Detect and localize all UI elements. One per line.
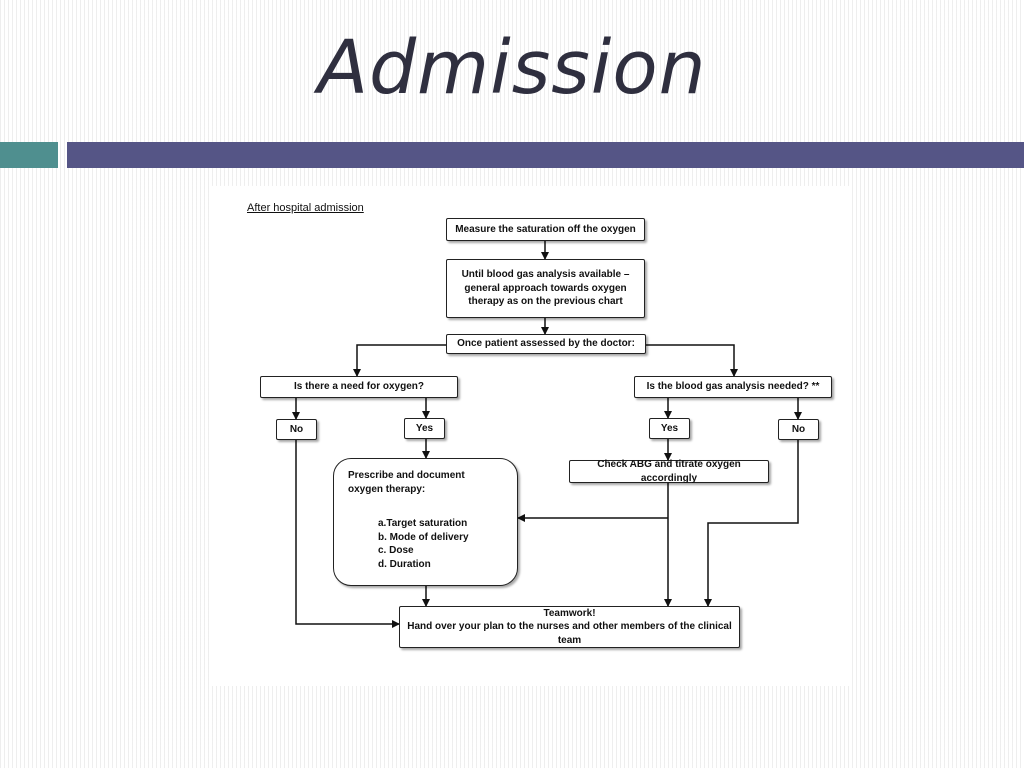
node-check-abg: Check ABG and titrate oxygen accordingly xyxy=(569,459,769,484)
teamwork-text: Hand over your plan to the nurses and ot… xyxy=(407,621,732,646)
prescribe-item: d. Duration xyxy=(378,558,431,570)
prescribe-item: c. Dose xyxy=(378,545,414,556)
accent-bar-purple xyxy=(67,142,1024,168)
node-need-for-oxygen: Is there a need for oxygen? xyxy=(260,376,458,398)
flowchart-heading: After hospital admission xyxy=(247,202,364,214)
arrow-no-to-teamwork xyxy=(295,440,400,628)
teamwork-title: Teamwork! xyxy=(543,607,596,619)
node-no-right: No xyxy=(778,419,819,440)
node-yes-left: Yes xyxy=(404,418,445,439)
arrow-assessed-to-need xyxy=(353,344,446,377)
prescribe-list: a.Target saturation b. Mode of delivery … xyxy=(378,517,469,571)
arrow-assessed-to-abg xyxy=(646,344,738,377)
node-teamwork: Teamwork! Hand over your plan to the nur… xyxy=(399,606,740,648)
node-until-abg-available: Until blood gas analysis available – gen… xyxy=(446,259,645,318)
slide-title: Admission xyxy=(317,25,707,111)
node-patient-assessed: Once patient assessed by the doctor: xyxy=(446,334,646,354)
accent-bar-teal xyxy=(0,142,58,168)
node-prescribe-oxygen: Prescribe and document oxygen therapy: a… xyxy=(333,458,518,586)
arrow-no-right-to-teamwork xyxy=(704,440,799,607)
prescribe-title: Prescribe and document oxygen therapy: xyxy=(348,470,465,495)
node-abg-needed: Is the blood gas analysis needed? ** xyxy=(634,376,832,398)
node-yes-right: Yes xyxy=(649,418,690,439)
prescribe-item: a.Target saturation xyxy=(378,518,468,529)
prescribe-item: b. Mode of delivery xyxy=(378,531,469,543)
node-no-left: No xyxy=(276,419,317,440)
node-measure-saturation: Measure the saturation off the oxygen xyxy=(446,218,645,241)
